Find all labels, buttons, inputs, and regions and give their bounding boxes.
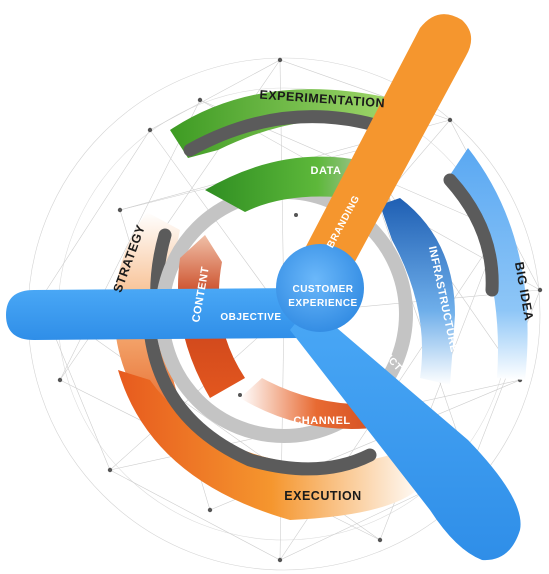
customer-experience-circle bbox=[276, 244, 364, 332]
objective-label: OBJECTIVE bbox=[220, 312, 281, 323]
blue-horizontal-bar bbox=[6, 288, 300, 340]
channel-label: CHANNEL bbox=[293, 415, 350, 427]
data-segment bbox=[205, 156, 392, 212]
blue-diagonal-bar bbox=[290, 305, 521, 561]
center-label-line1: CUSTOMER bbox=[292, 284, 353, 295]
center-label-line2: EXPERIENCE bbox=[288, 298, 357, 309]
execution-label: EXECUTION bbox=[284, 489, 361, 503]
infrastructure-segment bbox=[380, 198, 455, 385]
data-label: DATA bbox=[311, 165, 342, 177]
execution-band bbox=[118, 370, 425, 520]
